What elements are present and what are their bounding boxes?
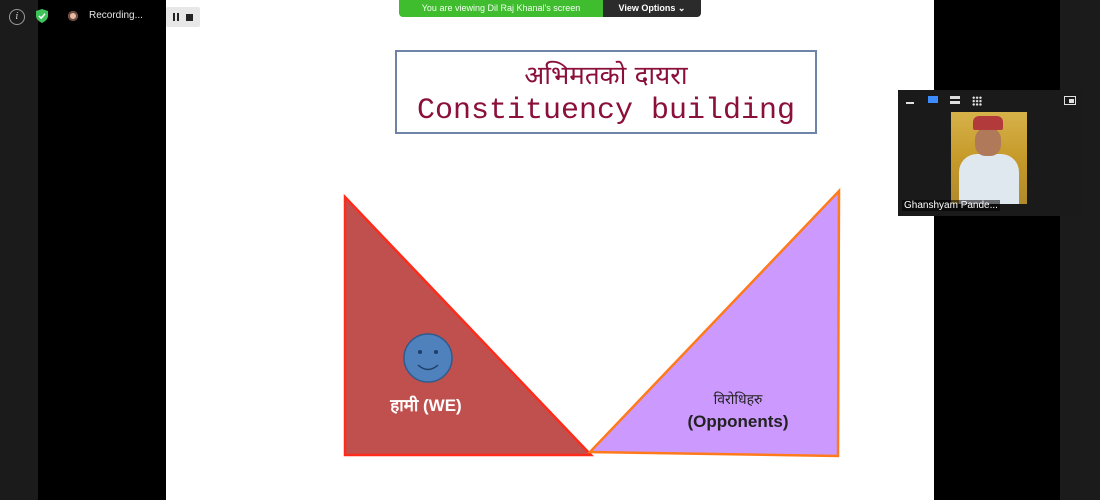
left-black-bar — [0, 0, 38, 500]
opponents-label-nepali: विरोधिहरु — [713, 391, 763, 407]
video-thumbnail-panel[interactable]: Ghanshyam Pande... — [898, 90, 1082, 216]
chevron-down-icon: ⌄ — [677, 3, 686, 13]
right-black-bar — [1060, 0, 1100, 500]
we-label: हामी (WE) — [390, 396, 462, 415]
pause-icon[interactable] — [173, 13, 179, 21]
participant-name: Ghanshyam Pande... — [902, 200, 1000, 211]
recording-label: Recording... — [89, 10, 143, 21]
recording-controls — [166, 7, 200, 27]
stop-icon[interactable] — [186, 13, 193, 21]
viewing-screen-text: You are viewing Dil Raj Khanal's screen — [399, 0, 603, 17]
participant-shirt — [959, 154, 1019, 204]
shield-icon[interactable] — [36, 9, 48, 23]
grid-view-icon[interactable] — [972, 96, 982, 106]
participant-cap — [973, 116, 1003, 130]
view-options-label: View Options — [618, 3, 676, 13]
view-options-button[interactable]: View Options ⌄ — [603, 0, 701, 17]
slide-title-nepali: अभिमतको दायरा — [524, 61, 688, 91]
slide-title-english: Constituency building — [416, 94, 796, 128]
single-view-icon[interactable] — [928, 96, 938, 103]
constituency-diagram — [343, 187, 841, 458]
pip-icon[interactable] — [1064, 96, 1076, 105]
minimize-icon[interactable] — [906, 102, 914, 104]
recording-dot-icon — [68, 11, 78, 21]
smiley-face-icon — [403, 333, 453, 383]
strip-view-icon[interactable] — [950, 96, 960, 104]
recording-cluster: i Recording... — [0, 0, 166, 34]
info-icon[interactable]: i — [9, 9, 25, 25]
opponents-label-english: (Opponents) — [687, 412, 789, 431]
participant-video — [951, 112, 1027, 204]
opponents-triangle — [587, 187, 841, 458]
participant-face — [975, 128, 1001, 156]
video-panel-toolbar — [898, 90, 1082, 110]
we-triangle — [343, 193, 594, 457]
slide-content: अभिमतको दायरा Constituency building हामी… — [166, 0, 934, 500]
screen-share-banner: You are viewing Dil Raj Khanal's screen … — [399, 0, 701, 17]
slide-title-box: अभिमतको दायरा Constituency building — [395, 50, 817, 134]
